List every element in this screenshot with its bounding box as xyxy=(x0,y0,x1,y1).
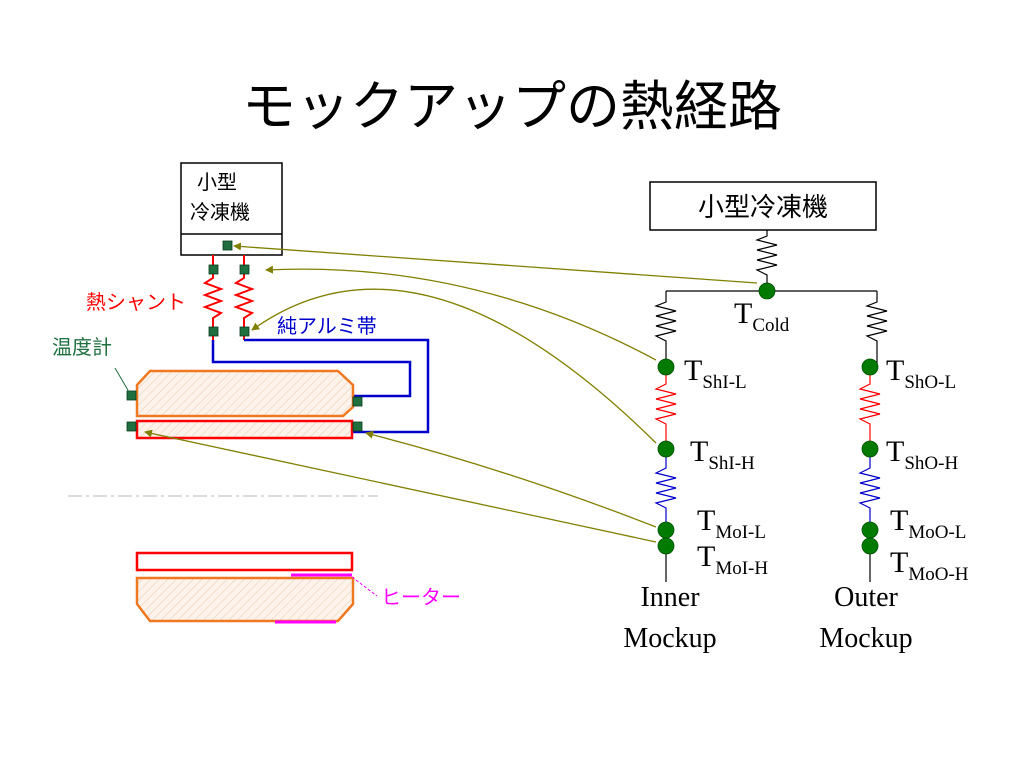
arrow-shi-h-to-shunt-bottom xyxy=(251,288,657,444)
aluminum-band-label: 純アルミ帯 xyxy=(277,314,377,338)
thermometer-leader xyxy=(114,367,130,393)
node-cold xyxy=(758,282,776,300)
heater-leader xyxy=(351,576,378,597)
arrow-moi-l-to-upper-strip xyxy=(365,430,657,528)
thermometer-shunt-top-left xyxy=(208,264,219,275)
lower-shield-strip xyxy=(135,551,354,572)
node-moi-l xyxy=(657,521,675,539)
thermal-shunt-right xyxy=(233,255,255,340)
shunt-resistor-inner xyxy=(654,367,677,449)
node-label-shi-l: TShI-L xyxy=(684,354,747,393)
aluminum-bands xyxy=(211,338,430,434)
arrow-moi-h-to-strip-left xyxy=(144,429,657,543)
arrow-shi-l-to-shunt-top xyxy=(265,265,657,361)
thermometer-strip-left xyxy=(126,421,137,432)
node-label-moo-l: TMoO-L xyxy=(890,504,966,543)
upper-shield-strip xyxy=(135,419,354,440)
node-sho-l xyxy=(861,358,879,376)
node-shi-l xyxy=(657,358,675,376)
lower-mockup-body xyxy=(135,576,355,623)
thermometer-shunt-bottom-right xyxy=(239,326,250,337)
right-cryocooler-box: 小型冷凍機 xyxy=(649,181,877,231)
right-cryocooler-label: 小型冷凍機 xyxy=(698,193,828,223)
upper-mockup-assembly xyxy=(135,369,355,440)
aluminum-band-inner xyxy=(211,340,412,398)
band-resistor-inner xyxy=(654,449,677,530)
thermometer-label: 温度計 xyxy=(52,335,112,359)
node-label-moi-h: TMoI-H xyxy=(697,540,768,579)
arrow-cold-to-cold-head xyxy=(233,242,758,284)
node-label-moi-l: TMoI-L xyxy=(697,504,766,543)
upper-mockup-body xyxy=(135,369,355,418)
mockup-labels: Inner Mockup Outer Mockup xyxy=(623,582,912,654)
shunt-resistor-outer xyxy=(858,367,881,449)
node-label-sho-h: TShO-H xyxy=(886,435,958,474)
inner-mockup-label-line1: Inner xyxy=(640,582,700,613)
node-label-shi-h: TShI-H xyxy=(690,435,755,474)
inner-mockup-label-line2: Mockup xyxy=(623,623,716,654)
correspondence-arrows xyxy=(144,242,758,543)
outer-mockup-label-line1: Outer xyxy=(834,582,898,613)
thermometer-upper-right xyxy=(352,396,363,407)
node-label-sho-l: TShO-L xyxy=(886,354,956,393)
aluminum-band-outer xyxy=(244,338,430,434)
thermometer-shunt-top-right xyxy=(239,264,250,275)
thermal-network-nodes xyxy=(657,282,879,555)
band-resistor-outer xyxy=(858,449,881,530)
thermometer-strip-right xyxy=(352,421,363,432)
thermal-network-wires xyxy=(654,230,888,582)
page-title: モックアップの熱経路 xyxy=(242,75,782,138)
left-cryocooler-box: 小型 冷凍機 xyxy=(180,162,283,256)
node-sho-h xyxy=(861,440,879,458)
node-label-cold: TCold xyxy=(734,297,790,336)
node-moo-l xyxy=(861,521,879,539)
thermometer-shunt-bottom-left xyxy=(208,326,219,337)
thermometer-upper-left xyxy=(126,390,137,401)
node-moi-h xyxy=(657,537,675,555)
thermal-node-labels: TCold TShI-L TShO-L TShI-H TShO-H TMoI-L… xyxy=(684,297,969,585)
resistor-cold-to-sho-l xyxy=(865,291,888,367)
thermometer-cold-head xyxy=(222,240,233,251)
thermal-shunt-label: 熱シャント xyxy=(86,290,186,314)
heater-label: ヒーター xyxy=(381,585,461,609)
resistor-cryocooler-to-cold xyxy=(755,230,778,291)
lower-mockup-assembly xyxy=(135,551,355,624)
outer-mockup-label-line2: Mockup xyxy=(819,623,912,654)
node-moo-h xyxy=(861,537,879,555)
left-cryocooler-label-line1: 小型 xyxy=(197,170,237,194)
thermal-shunts xyxy=(202,255,255,340)
left-cryocooler-label-line2: 冷凍機 xyxy=(190,200,250,224)
node-label-moo-h: TMoO-H xyxy=(890,546,969,585)
thermometers xyxy=(126,240,363,432)
resistor-cold-to-shi-l xyxy=(654,291,677,367)
thermal-shunt-left xyxy=(202,255,224,340)
node-shi-h xyxy=(657,440,675,458)
